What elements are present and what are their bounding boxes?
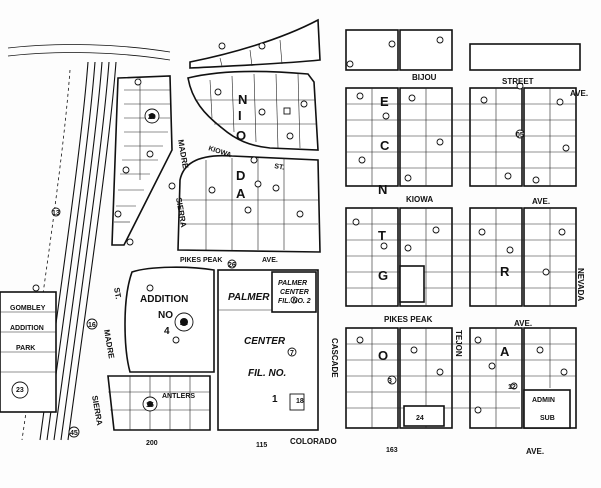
- area-letter-n: N: [238, 92, 247, 107]
- street-label-kiowa-st: ST.: [274, 163, 285, 172]
- block-antlers: [107, 375, 211, 431]
- street-label-antlers: ANTLERS: [162, 393, 195, 400]
- block-addition-4: [124, 266, 215, 373]
- number-200: 200: [146, 440, 158, 447]
- number-20: 20: [148, 114, 156, 121]
- area-label-one: 1: [272, 394, 278, 405]
- block-top-strip: [189, 18, 321, 69]
- street-label-st-south: ST.: [112, 287, 123, 300]
- area-label-fil-small: FIL. NO. 2: [278, 298, 311, 305]
- street-label-cascade: CASCADE: [330, 338, 339, 378]
- street-label-colorado: COLORADO: [290, 437, 337, 446]
- street-label-kiowa-ave: AVE.: [532, 197, 550, 206]
- grid-symbols: [346, 36, 570, 414]
- number-05: 05: [516, 132, 524, 139]
- west-label-gombley: GOMBLEY: [10, 305, 46, 312]
- area-letter-c: C: [380, 138, 390, 153]
- west-label-addition: ADDITION: [10, 325, 44, 332]
- area-label-sub: SUB: [540, 415, 555, 422]
- block-oval: [177, 154, 321, 253]
- number-22: 22: [180, 320, 188, 327]
- area-letter-a: A: [236, 186, 246, 201]
- street-label-street: STREET: [502, 77, 534, 86]
- street-label-pikes-ave-west: AVE.: [262, 257, 278, 264]
- number-45: 45: [70, 430, 78, 437]
- street-label-pikes-ave-east: AVE.: [514, 319, 532, 328]
- area-label-admin: ADMIN: [532, 397, 555, 404]
- area-label-palmer: PALMER: [228, 292, 270, 303]
- west-label-park: PARK: [16, 345, 35, 352]
- area-label-fil-no: FIL. NO.: [248, 368, 286, 379]
- area-letter-a2: A: [500, 344, 510, 359]
- area-letter-o2: O: [378, 348, 388, 363]
- area-label-center: CENTER: [244, 336, 286, 347]
- area-label-palmer-small: PALMER: [278, 280, 307, 287]
- street-label-tejon: TEJON: [454, 330, 463, 357]
- arc-street-top: [7, 44, 171, 53]
- area-letter-e: E: [380, 94, 389, 109]
- area-label-no: NO: [158, 310, 173, 321]
- street-label-colorado-ave: AVE.: [526, 447, 544, 456]
- number-24: 24: [416, 415, 424, 422]
- street-label-pikes-peak-west: PIKES PEAK: [180, 257, 222, 264]
- street-label-ave-top: AVE.: [570, 89, 588, 98]
- street-label-bijou: BIJOU: [412, 73, 437, 82]
- number-18: 18: [296, 398, 304, 405]
- street-label-sierra-south: SIERRA: [90, 395, 104, 427]
- area-letter-g: G: [378, 268, 388, 283]
- street-label-kiowa-east: KIOWA: [406, 195, 433, 204]
- number-7: 7: [290, 350, 294, 357]
- area-letter-o: O: [236, 128, 246, 143]
- block-nw: [111, 75, 173, 246]
- area-label-center-small: CENTER: [280, 289, 309, 296]
- number-12: 12: [508, 384, 516, 391]
- area-letter-d: D: [236, 168, 245, 183]
- area-label-addition: ADDITION: [140, 294, 188, 305]
- area-letter-r: R: [500, 264, 510, 279]
- area-letter-t: T: [378, 228, 386, 243]
- number-16: 16: [88, 322, 96, 329]
- number-15: 15: [146, 402, 154, 409]
- street-label-nevada: NEVADA: [576, 268, 585, 301]
- area-label-four: 4: [164, 326, 170, 337]
- street-label-madre-north: MADRE: [176, 139, 190, 170]
- block-palmer-center: [217, 269, 319, 431]
- area-letter-n2: N: [378, 182, 387, 197]
- block-west: [0, 291, 57, 413]
- grid-lots: [346, 88, 576, 429]
- street-label-pikes-peak-east: PIKES PEAK: [384, 315, 433, 324]
- west-symbols: [32, 150, 258, 438]
- number-26: 26: [228, 262, 236, 269]
- block-curve-north: [187, 70, 319, 151]
- arc-street-top-2: [7, 52, 171, 61]
- number-163: 163: [386, 447, 398, 454]
- number-3: 3: [388, 378, 392, 385]
- number-13: 13: [52, 210, 60, 217]
- number-115: 115: [256, 442, 267, 449]
- number-23: 23: [16, 387, 24, 394]
- area-letter-i: I: [238, 108, 242, 123]
- street-label-madre-south: MADRE: [102, 329, 116, 360]
